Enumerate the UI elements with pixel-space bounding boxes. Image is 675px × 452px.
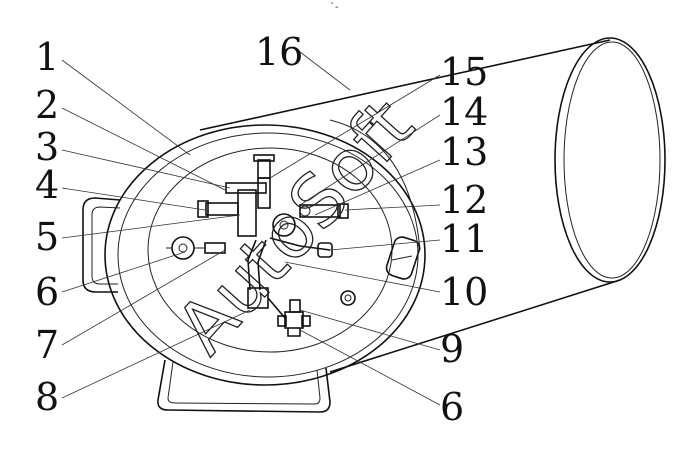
cylinder-body	[199, 37, 666, 373]
callout-13: 13	[440, 130, 488, 174]
callout-6: 6	[35, 270, 59, 314]
side-slot	[385, 236, 421, 280]
callout-7: 7	[35, 323, 59, 367]
callout-11: 11	[440, 217, 488, 261]
callout-14: 14	[440, 90, 488, 134]
leader-lines	[61, 51, 441, 406]
callout-8: 8	[35, 375, 59, 419]
callout-3: 3	[35, 125, 59, 169]
callout-6b: 6	[440, 385, 464, 429]
callout-10: 10	[440, 270, 488, 314]
callout-4: 4	[35, 163, 59, 207]
callout-1: 1	[35, 35, 59, 79]
callout-16: 16	[255, 30, 303, 74]
callout-labels: 1 2 3 4 5 6 7 8 9 10 11 12 13 14 15 16 6	[35, 30, 488, 429]
callout-15: 15	[440, 50, 488, 94]
callout-12: 12	[440, 178, 488, 222]
svg-text:`-: `-	[330, 1, 339, 13]
callout-5: 5	[35, 215, 59, 259]
cylinder-base-stand	[157, 359, 331, 413]
cylinder-left-handle	[82, 197, 121, 293]
callout-9: 9	[440, 327, 464, 371]
callout-2: 2	[35, 83, 59, 127]
